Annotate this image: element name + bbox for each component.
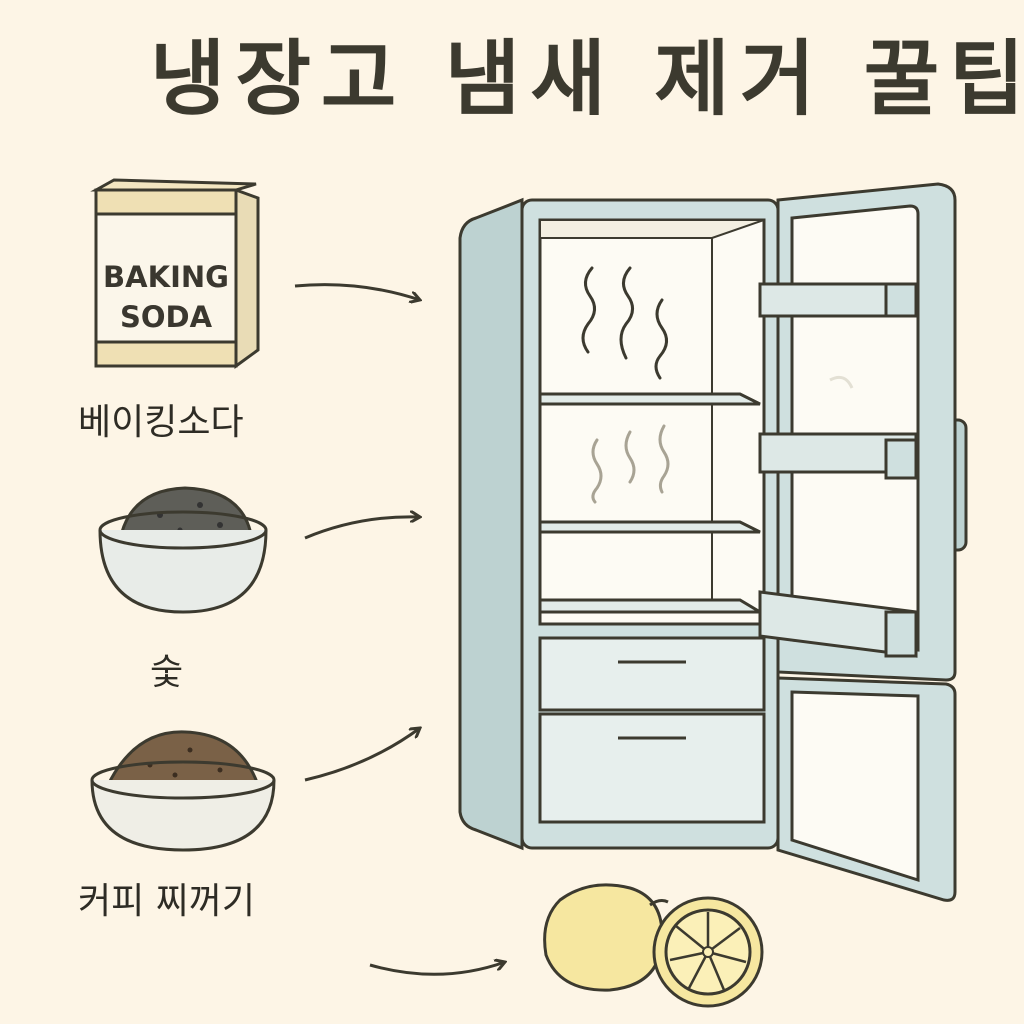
- arrow-coffee: [304, 728, 420, 782]
- baking-soda-label: 베이킹소다: [78, 402, 244, 443]
- page-title: 냉장고 냄새 제거 꿀팁: [150, 32, 1024, 127]
- arrow-lemon: [369, 962, 505, 976]
- arrow-soda: [294, 283, 420, 300]
- lemon-icon: [543, 883, 764, 1008]
- arrow-charcoal: [304, 517, 420, 540]
- charcoal-bowl-icon: [98, 486, 268, 614]
- box-text-line2: SODA: [120, 300, 213, 334]
- coffee-grounds-bowl-icon: [90, 730, 276, 852]
- charcoal-label: 숯: [150, 652, 184, 693]
- baking-soda-box-icon: BAKING SODA: [90, 178, 260, 369]
- refrigerator-icon: [458, 182, 968, 902]
- box-text-line1: BAKING: [103, 260, 229, 294]
- coffee-grounds-label: 커피 찌꺼기: [78, 881, 256, 922]
